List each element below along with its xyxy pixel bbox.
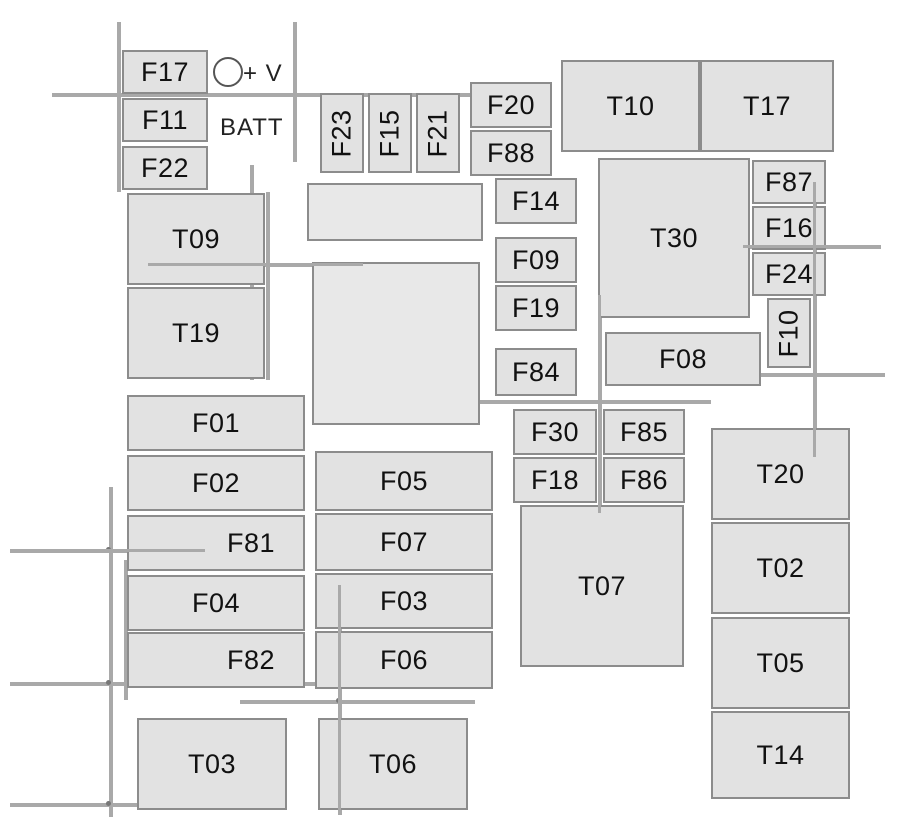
wire: [52, 93, 472, 97]
fuse-f22: F22: [122, 146, 208, 190]
battery-label: BATT: [220, 114, 284, 141]
fuse-f23: F23: [320, 93, 364, 173]
wire: [148, 263, 363, 266]
wire: [598, 295, 601, 513]
battery-terminal-icon: [213, 57, 243, 87]
relay-t30: T30: [598, 158, 750, 318]
fuse-f02: F02: [127, 455, 305, 511]
fuse-f08: F08: [605, 332, 761, 386]
junction-dot: [106, 801, 111, 806]
fuse-f84: F84: [495, 348, 577, 396]
wire: [293, 22, 297, 162]
fuse-f82: F82: [127, 632, 305, 688]
relay-t07: T07: [520, 505, 684, 667]
fuse-f01: F01: [127, 395, 305, 451]
wire: [117, 22, 121, 192]
fuse-f18: F18: [513, 457, 597, 503]
fuse-f05: F05: [315, 451, 493, 511]
fuse-f03: F03: [315, 573, 493, 629]
wire: [743, 245, 881, 248]
fuse-f07: F07: [315, 513, 493, 571]
wire: [124, 560, 128, 700]
fuse-f14: F14: [495, 178, 577, 224]
relay-t02: T02: [711, 522, 850, 614]
relay-t19: T19: [127, 287, 265, 379]
relay-t09: T09: [127, 193, 265, 285]
fuse-f87: F87: [752, 160, 826, 204]
fuse-f30: F30: [513, 409, 597, 455]
fuse-f17: F17: [122, 50, 208, 94]
fuse-f81: F81: [127, 515, 305, 571]
wire: [109, 487, 113, 817]
wire: [266, 192, 270, 380]
fuse-f85: F85: [603, 409, 685, 455]
relay-t03: T03: [137, 718, 287, 810]
fuse-f88: F88: [470, 130, 552, 176]
wire: [338, 585, 341, 815]
relay-t10: T10: [561, 60, 700, 152]
fuse-f19: F19: [495, 285, 577, 331]
fuse-f09: F09: [495, 237, 577, 283]
fuse-f04: F04: [127, 575, 305, 631]
fuse-f06: F06: [315, 631, 493, 689]
fuse-f15: F15: [368, 93, 412, 173]
relay-t14: T14: [711, 711, 850, 799]
battery-symbol: + V: [243, 60, 283, 87]
fuse-f21: F21: [416, 93, 460, 173]
fuse-f86: F86: [603, 457, 685, 503]
blank-block-large: [312, 262, 480, 425]
wire: [240, 700, 475, 704]
relay-t06: T06: [318, 718, 468, 810]
relay-t20: T20: [711, 428, 850, 520]
wire: [10, 549, 205, 552]
relay-t05: T05: [711, 617, 850, 709]
wire: [478, 400, 711, 404]
fuse-f11: F11: [122, 98, 208, 142]
junction-dot: [106, 680, 111, 685]
wire: [10, 803, 200, 807]
wire: [813, 182, 816, 457]
relay-t17: T17: [700, 60, 834, 152]
fuse-f20: F20: [470, 82, 552, 128]
fuse-f10: F10: [767, 298, 811, 368]
blank-block-upper: [307, 183, 483, 241]
